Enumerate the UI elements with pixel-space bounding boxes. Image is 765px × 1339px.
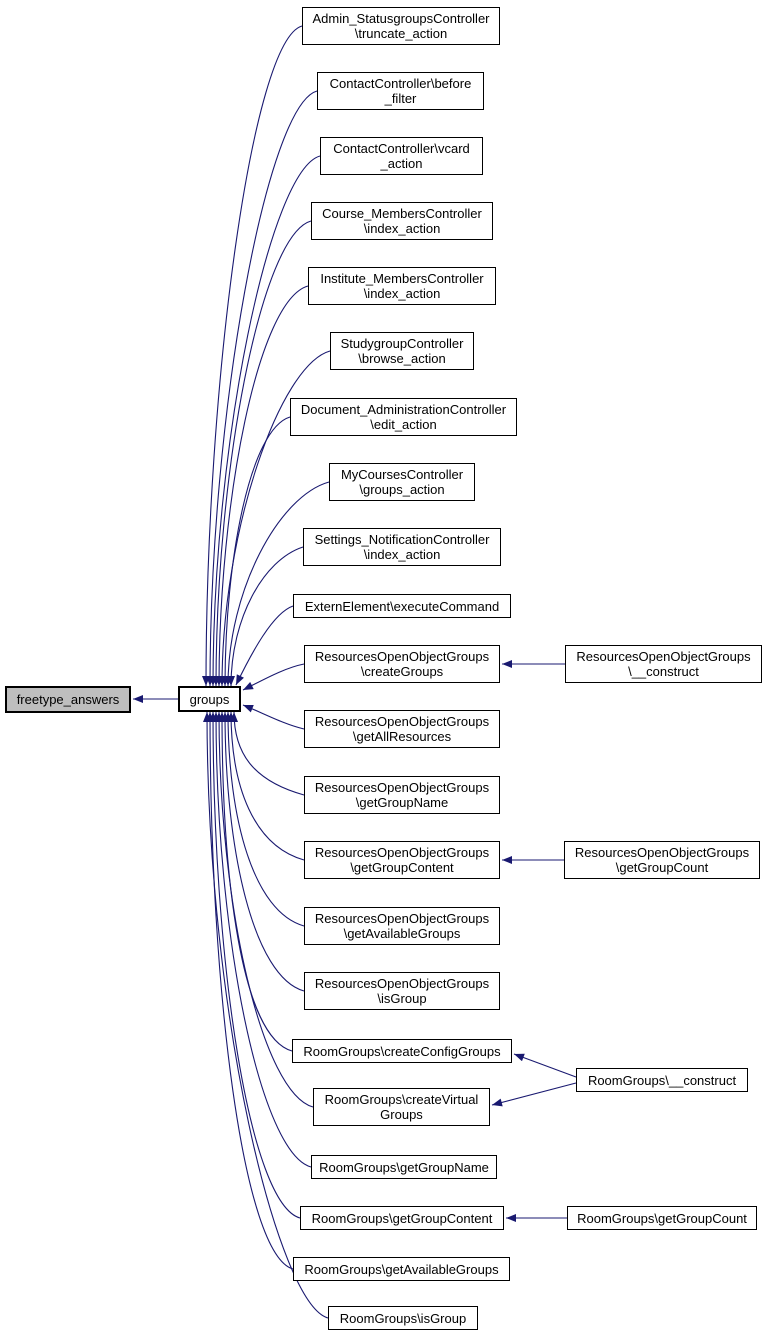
edge-roog-getgroupname bbox=[230, 711, 305, 796]
node-resourcesopenobjectgroups-getgroupcontent[interactable]: ResourcesOpenObjectGroups\getGroupConten… bbox=[304, 841, 500, 879]
node-label: RoomGroups\isGroup bbox=[339, 1310, 467, 1326]
node-label: RoomGroups\getGroupName bbox=[319, 1159, 489, 1175]
node-label: ResourcesOpenObjectGroups bbox=[314, 976, 490, 991]
edge-rg-isgroup bbox=[203, 711, 329, 1319]
node-label: RoomGroups\createVirtual bbox=[324, 1092, 479, 1107]
edge-admin-statusgroups-truncate bbox=[202, 25, 303, 687]
node-label: ResourcesOpenObjectGroups bbox=[574, 845, 750, 860]
node-label: _action bbox=[380, 156, 423, 171]
node-label: \browse_action bbox=[358, 351, 446, 366]
node-label: \getAllResources bbox=[352, 729, 452, 744]
node-resourcesopenobjectgroups-construct[interactable]: ResourcesOpenObjectGroups\__construct bbox=[565, 645, 762, 683]
node-label: StudygroupController bbox=[340, 336, 464, 351]
node-label: MyCoursesController bbox=[340, 467, 464, 482]
edge-roog-creategroups bbox=[242, 663, 305, 691]
node-label: Institute_MembersController bbox=[320, 271, 484, 286]
node-label: RoomGroups\createConfigGroups bbox=[303, 1043, 501, 1059]
node-label: _filter bbox=[384, 91, 417, 106]
edge-roog-getallresources bbox=[242, 704, 305, 730]
node-resourcesopenobjectgroups-getallresources[interactable]: ResourcesOpenObjectGroups\getAllResource… bbox=[304, 710, 500, 748]
node-label: \index_action bbox=[363, 221, 441, 236]
edge-rg-construct-to-createconfiggroups bbox=[513, 1053, 577, 1078]
node-label: \groups_action bbox=[359, 482, 445, 497]
edge-course-members-index bbox=[212, 220, 312, 687]
node-groups[interactable]: groups bbox=[178, 686, 241, 712]
node-roomgroups-getgroupcount[interactable]: RoomGroups\getGroupCount bbox=[567, 1206, 757, 1230]
node-roomgroups-createconfiggroups[interactable]: RoomGroups\createConfigGroups bbox=[292, 1039, 512, 1063]
edge-studygroup-browse bbox=[218, 350, 331, 687]
node-roomgroups-construct[interactable]: RoomGroups\__construct bbox=[576, 1068, 748, 1092]
node-label: \getGroupContent bbox=[350, 860, 454, 875]
node-label: \truncate_action bbox=[354, 26, 448, 41]
edge-mycourses-groups bbox=[224, 481, 330, 687]
node-label: Admin_StatusgroupsController bbox=[312, 11, 490, 26]
node-label: ResourcesOpenObjectGroups bbox=[314, 845, 490, 860]
edge-roog-getgroupcontent bbox=[227, 711, 305, 861]
node-contact-vcard-action[interactable]: ContactController\vcard_action bbox=[320, 137, 483, 175]
node-admin-statusgroups-truncate-action[interactable]: Admin_StatusgroupsController\truncate_ac… bbox=[302, 7, 500, 45]
node-label: ContactController\before bbox=[329, 76, 472, 91]
node-resourcesopenobjectgroups-creategroups[interactable]: ResourcesOpenObjectGroups\createGroups bbox=[304, 645, 500, 683]
node-label: \isGroup bbox=[377, 991, 427, 1006]
node-label: RoomGroups\getGroupCount bbox=[577, 1210, 747, 1226]
edge-contact-before-filter bbox=[206, 90, 318, 687]
node-label: \createGroups bbox=[360, 664, 444, 679]
node-resourcesopenobjectgroups-isgroup[interactable]: ResourcesOpenObjectGroups\isGroup bbox=[304, 972, 500, 1010]
edge-rg-createconfiggroups bbox=[218, 711, 293, 1052]
node-label: ResourcesOpenObjectGroups bbox=[314, 714, 490, 729]
edge-roog-getavailablegroups bbox=[224, 711, 305, 927]
node-resourcesopenobjectgroups-getavailablegroups[interactable]: ResourcesOpenObjectGroups\getAvailableGr… bbox=[304, 907, 500, 945]
node-resourcesopenobjectgroups-getgroupname[interactable]: ResourcesOpenObjectGroups\getGroupName bbox=[304, 776, 500, 814]
node-roomgroups-getgroupcontent[interactable]: RoomGroups\getGroupContent bbox=[300, 1206, 504, 1230]
node-label: RoomGroups\getGroupContent bbox=[311, 1210, 493, 1226]
node-label: ResourcesOpenObjectGroups bbox=[314, 649, 490, 664]
edge-contact-vcard-action bbox=[209, 155, 321, 687]
node-resourcesopenobjectgroups-getgroupcount[interactable]: ResourcesOpenObjectGroups\getGroupCount bbox=[564, 841, 760, 879]
node-label: Groups bbox=[380, 1107, 423, 1122]
node-label: Document_AdministrationController bbox=[300, 402, 507, 417]
node-document-administration-edit-action[interactable]: Document_AdministrationController\edit_a… bbox=[290, 398, 517, 436]
node-label: freetype_answers bbox=[16, 692, 120, 707]
node-label: \index_action bbox=[363, 286, 441, 301]
node-label: Settings_NotificationController bbox=[314, 532, 490, 547]
node-roomgroups-getgroupname[interactable]: RoomGroups\getGroupName bbox=[311, 1155, 497, 1179]
node-label: ContactController\vcard bbox=[333, 141, 470, 156]
node-label: groups bbox=[189, 691, 230, 707]
edge-rg-construct-to-createvirtualgroups bbox=[491, 1082, 577, 1107]
edge-externelement-executecommand bbox=[235, 605, 294, 686]
node-externelement-executecommand[interactable]: ExternElement\executeCommand bbox=[293, 594, 511, 618]
node-settings-notification-index-action[interactable]: Settings_NotificationController\index_ac… bbox=[303, 528, 501, 566]
node-label: RoomGroups\getAvailableGroups bbox=[304, 1261, 499, 1277]
node-label: Course_MembersController bbox=[322, 206, 482, 221]
node-label: RoomGroups\__construct bbox=[587, 1072, 737, 1088]
edge-settings-notification-index bbox=[227, 546, 304, 687]
node-label: ResourcesOpenObjectGroups bbox=[576, 649, 751, 664]
node-freetype-answers: freetype_answers bbox=[5, 686, 131, 713]
node-label: \index_action bbox=[363, 547, 441, 562]
node-label: \getAvailableGroups bbox=[343, 926, 461, 941]
node-label: \__construct bbox=[628, 664, 699, 679]
edge-rg-getgroupname bbox=[212, 711, 312, 1168]
node-institute-members-index-action[interactable]: Institute_MembersController\index_action bbox=[308, 267, 496, 305]
node-label: \edit_action bbox=[370, 417, 437, 432]
edge-institute-members-index bbox=[215, 285, 309, 687]
node-studygroup-browse-action[interactable]: StudygroupController\browse_action bbox=[330, 332, 474, 370]
node-label: ResourcesOpenObjectGroups bbox=[314, 780, 490, 795]
node-label: ResourcesOpenObjectGroups bbox=[314, 911, 490, 926]
edge-document-administration-edit bbox=[221, 416, 291, 687]
edge-rg-createvirtualgroups bbox=[215, 711, 314, 1108]
node-label: \getGroupName bbox=[355, 795, 449, 810]
node-contact-before-filter[interactable]: ContactController\before_filter bbox=[317, 72, 484, 110]
node-roomgroups-getavailablegroups[interactable]: RoomGroups\getAvailableGroups bbox=[293, 1257, 510, 1281]
edge-rg-getavailablegroups bbox=[206, 711, 294, 1270]
node-course-members-index-action[interactable]: Course_MembersController\index_action bbox=[311, 202, 493, 240]
node-mycourses-groups-action[interactable]: MyCoursesController\groups_action bbox=[329, 463, 475, 501]
node-label: ExternElement\executeCommand bbox=[304, 598, 500, 614]
edge-roog-isgroup bbox=[221, 711, 305, 992]
edge-rg-getgroupcontent bbox=[209, 711, 301, 1219]
node-label: \getGroupCount bbox=[615, 860, 709, 875]
node-roomgroups-isgroup[interactable]: RoomGroups\isGroup bbox=[328, 1306, 478, 1330]
